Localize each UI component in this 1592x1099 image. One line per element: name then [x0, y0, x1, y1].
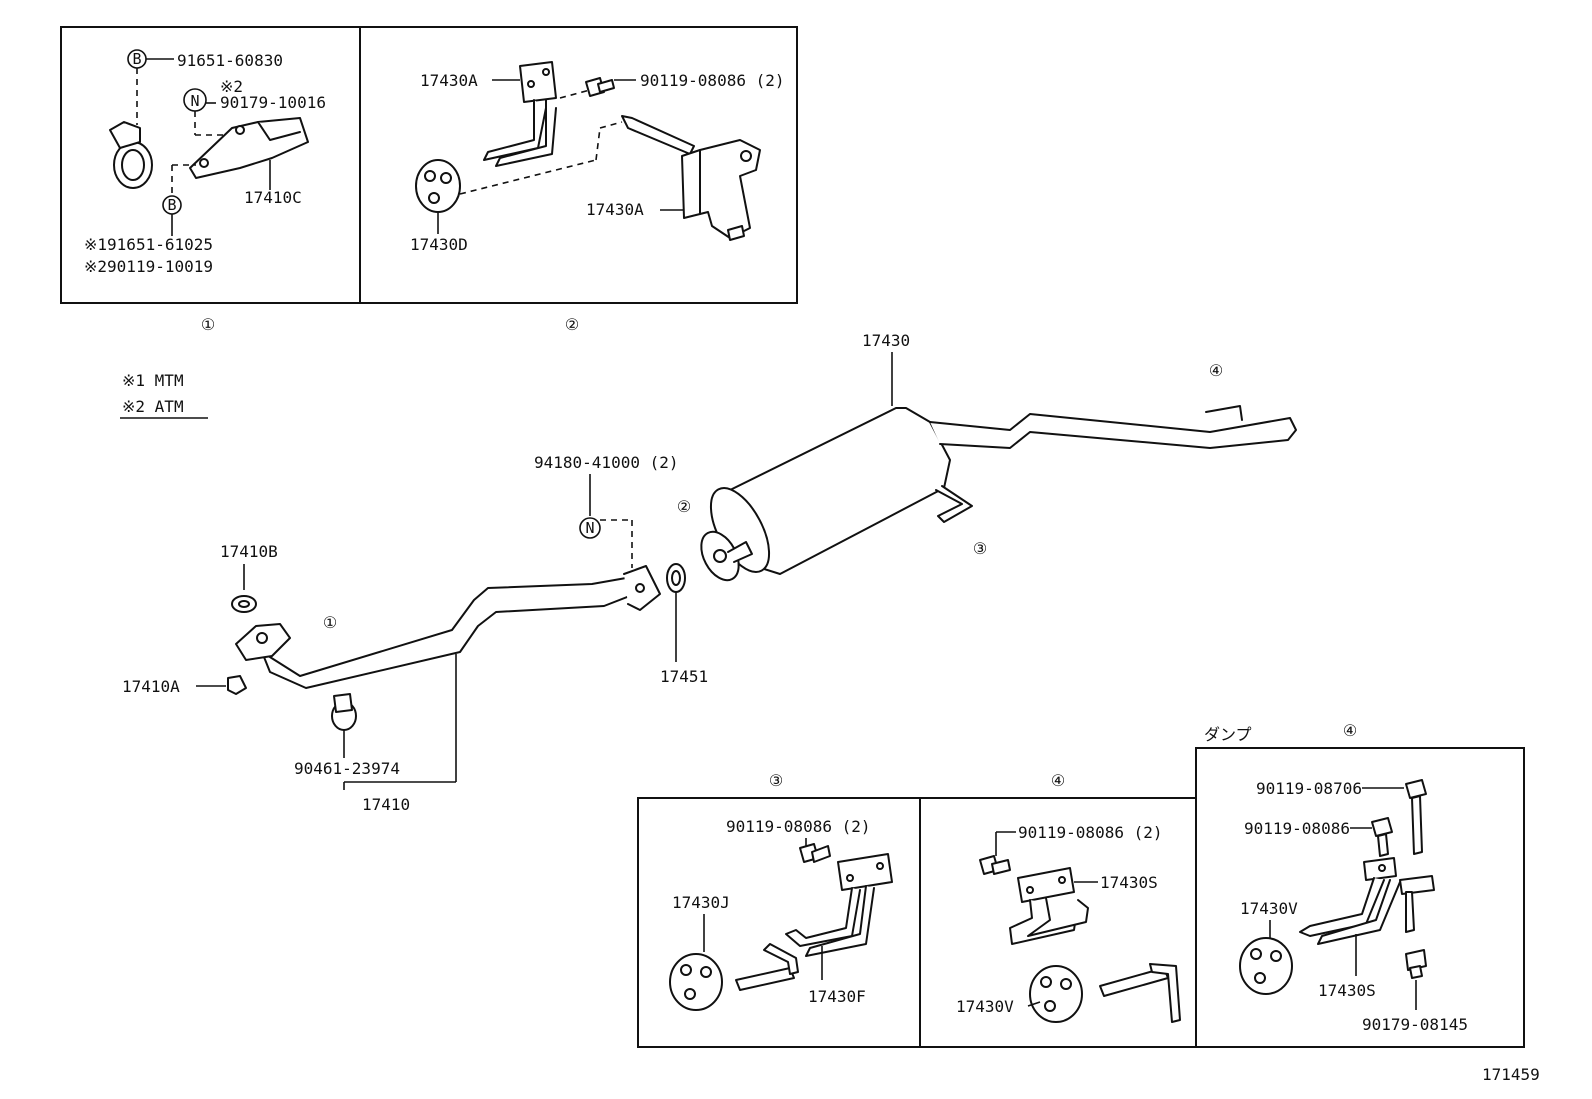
inset-4a: ④ 90119-08086 (2) 17430S 17430V: [919, 771, 1197, 1048]
nut-n-letter-main: N: [585, 519, 594, 537]
nut-90179-08145: [1405, 949, 1427, 979]
figure-number: 171459: [1482, 1065, 1540, 1084]
label-17430v-b: 17430V: [1240, 899, 1298, 918]
label-90119-08086: 90119-08086: [1244, 819, 1350, 838]
muffler-17430: [700, 405, 1297, 582]
label-17430a-side: 17430A: [586, 200, 644, 219]
bolt-90119-08086: [1371, 817, 1393, 857]
label-bolt-inset2: 90119-08086 (2): [640, 71, 785, 90]
inset-3: ③ 90119-08086 (2) 17430J 17430F: [637, 771, 921, 1048]
label-bolt-inset4a: 90119-08086 (2): [1018, 823, 1163, 842]
label-94180-41000: 94180-41000 (2): [534, 453, 679, 472]
bracket-17410c: [189, 117, 309, 179]
label-90119-08706: 90119-08706: [1256, 779, 1362, 798]
ref-3-main: ③: [973, 539, 987, 558]
inset-2-ref: ②: [565, 315, 579, 334]
bracket-17430s-a: [1009, 867, 1089, 945]
label-90461-23974: 90461-23974: [294, 759, 400, 778]
label-17430f: 17430F: [808, 987, 866, 1006]
inset-2: 17430A 90119-08086 (2) 17430D: [359, 26, 798, 334]
pipe-hanger-inset3: [735, 967, 795, 991]
bolt-b-letter-lower: B: [167, 196, 176, 214]
ref-1-main: ①: [323, 613, 337, 632]
bracket-17430s-b: [1299, 857, 1435, 945]
label-17430v-a: 17430V: [956, 997, 1014, 1016]
label-17430s-a: 17430S: [1100, 873, 1158, 892]
label-91651-60830: 91651-60830: [177, 51, 283, 70]
rubber-mount-17430v-a: [1029, 965, 1083, 1023]
main-assembly: 17430 ④ ③ ② 94180-41000 (2) N 17451: [122, 331, 1297, 814]
clamp-90461-23974: [331, 693, 357, 731]
nut-n-letter-inset1: N: [190, 92, 199, 110]
hanger-bracket-side: [621, 115, 761, 241]
inset-2-frame: [359, 26, 798, 304]
inset-1-ref: ①: [201, 315, 215, 334]
inset-3-ref: ③: [769, 771, 783, 790]
ref-2-main: ②: [677, 497, 691, 516]
rubber-mount-17430d: [415, 159, 461, 213]
inset-4b: ダンプ ④ 90119-08706 90119-08086 17430V: [1195, 721, 1525, 1048]
label-17430a-top: 17430A: [420, 71, 478, 90]
label-17430j: 17430J: [672, 893, 730, 912]
nut-n-marker-main: [579, 517, 601, 539]
rubber-mount-17430v-b: [1239, 937, 1293, 995]
label-note1-91651-61025: ※191651-61025: [84, 235, 213, 254]
label-17410c: 17410C: [244, 188, 302, 207]
label-17410a: 17410A: [122, 677, 180, 696]
label-bolt-inset3: 90119-08086 (2): [726, 817, 871, 836]
note-mtm: ※1 MTM: [122, 371, 184, 390]
label-note2-90119-10019: ※290119-10019: [84, 257, 213, 276]
bolt-inset2: [585, 77, 615, 97]
rubber-mount-17430j: [669, 953, 723, 1011]
inset-4b-variant: ダンプ: [1204, 725, 1252, 744]
nut-17410a: [227, 675, 247, 695]
note-mark-2: ※2: [220, 77, 243, 96]
inset-4b-frame: [1195, 747, 1525, 1048]
label-17410b: 17410B: [220, 542, 278, 561]
bracket-17430f: [785, 853, 893, 957]
long-bolt-90119-08706: [1405, 779, 1427, 855]
label-17430s-b: 17430S: [1318, 981, 1376, 1000]
label-17430: 17430: [862, 331, 910, 350]
label-17451: 17451: [660, 667, 708, 686]
label-17410: 17410: [362, 795, 410, 814]
ref-4-main: ④: [1209, 361, 1223, 380]
inset-1: B 91651-60830 N ※2 90179-10016 17410C B: [60, 26, 361, 334]
label-90179-08145: 90179-08145: [1362, 1015, 1468, 1034]
exhaust-clamp: [109, 121, 153, 189]
bolt-b-letter-upper: B: [132, 50, 141, 68]
label-90179-10016: 90179-10016: [220, 93, 326, 112]
front-pipe-17410: [235, 565, 661, 689]
inset-4b-ref: ④: [1343, 721, 1357, 740]
inset-4a-ref: ④: [1051, 771, 1065, 790]
hanger-bracket-top: [483, 61, 557, 167]
note-atm: ※2 ATM: [122, 397, 184, 416]
label-17430d: 17430D: [410, 235, 468, 254]
